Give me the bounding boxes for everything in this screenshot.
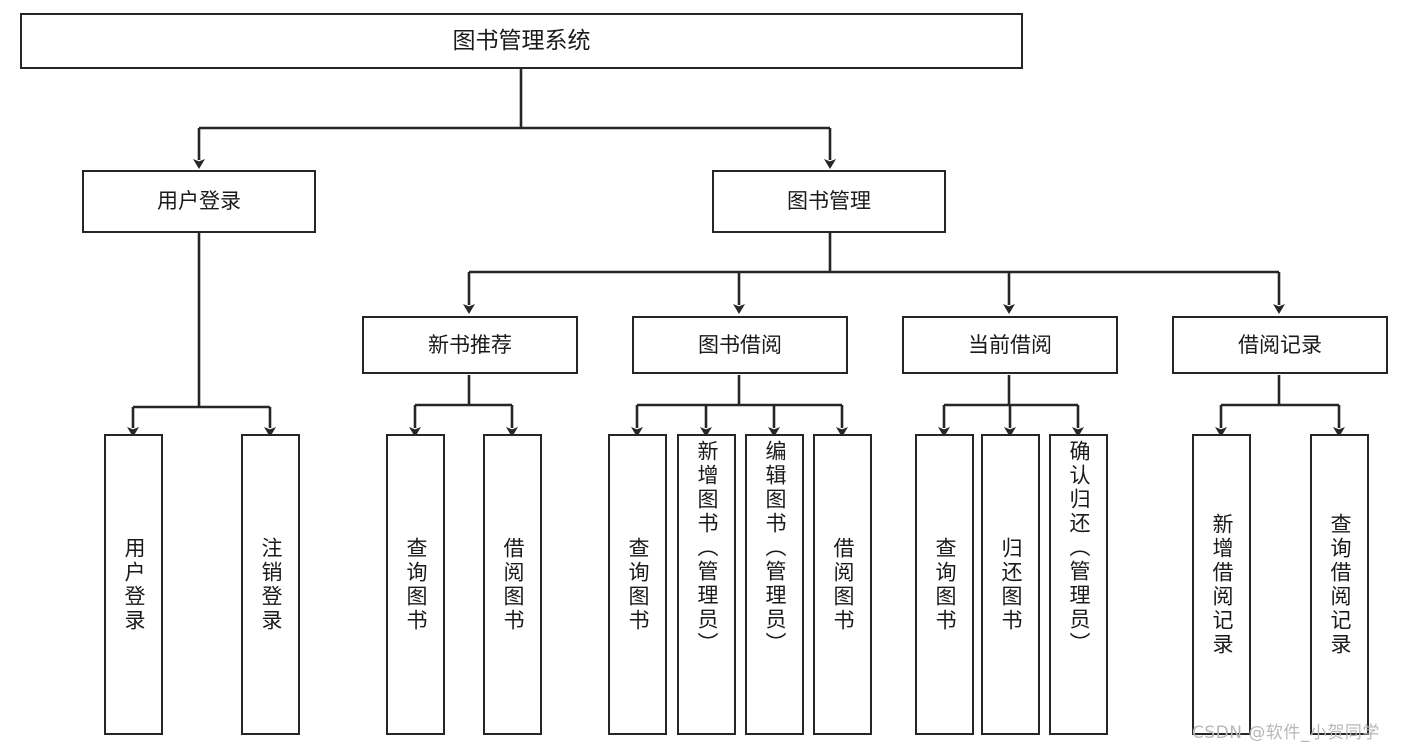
node-book-manage[interactable]: 图书管理 — [712, 170, 946, 233]
node-user-login[interactable]: 用户登录 — [82, 170, 316, 233]
leaf-cur-return-book-label: 归还图书 — [999, 536, 1023, 633]
leaf-rec-borrow-book-label: 借阅图书 — [501, 536, 525, 633]
node-current-borrow-label: 当前借阅 — [968, 332, 1052, 357]
node-user-login-label: 用户登录 — [157, 189, 241, 214]
leaf-logout[interactable]: 注销登录 — [241, 434, 300, 735]
leaf-query-borrow-record-label: 查询借阅记录 — [1328, 512, 1352, 657]
leaf-borrow-borrow-book[interactable]: 借阅图书 — [813, 434, 872, 735]
node-root[interactable]: 图书管理系统 — [20, 13, 1023, 69]
leaf-query-borrow-record[interactable]: 查询借阅记录 — [1310, 434, 1369, 735]
leaf-borrow-add-book-label: 新增图书（管理员） — [695, 440, 719, 656]
node-borrow-record[interactable]: 借阅记录 — [1172, 316, 1388, 374]
leaf-borrow-query-book-label: 查询图书 — [626, 536, 650, 633]
node-book-borrow-label: 图书借阅 — [698, 332, 782, 357]
leaf-cur-return-book[interactable]: 归还图书 — [981, 434, 1040, 735]
leaf-user-login-label: 用户登录 — [122, 536, 146, 633]
leaf-cur-query-book[interactable]: 查询图书 — [915, 434, 974, 735]
leaf-logout-label: 注销登录 — [259, 536, 283, 633]
leaf-borrow-query-book[interactable]: 查询图书 — [608, 434, 667, 735]
node-new-book-recommend[interactable]: 新书推荐 — [362, 316, 578, 374]
leaf-cur-confirm-return-label: 确认归还（管理员） — [1067, 440, 1091, 656]
leaf-borrow-borrow-book-label: 借阅图书 — [831, 536, 855, 633]
leaf-cur-confirm-return[interactable]: 确认归还（管理员） — [1049, 434, 1108, 735]
node-book-borrow[interactable]: 图书借阅 — [632, 316, 848, 374]
node-borrow-record-label: 借阅记录 — [1238, 332, 1322, 357]
leaf-rec-query-book-label: 查询图书 — [404, 536, 428, 633]
leaf-rec-query-book[interactable]: 查询图书 — [386, 434, 445, 735]
node-new-book-recommend-label: 新书推荐 — [428, 332, 512, 357]
node-current-borrow[interactable]: 当前借阅 — [902, 316, 1118, 374]
leaf-borrow-edit-book[interactable]: 编辑图书（管理员） — [745, 434, 804, 735]
csdn-watermark: CSDN @软件_小贺同学 — [1192, 723, 1380, 743]
leaf-add-borrow-record-label: 新增借阅记录 — [1210, 512, 1234, 657]
leaf-rec-borrow-book[interactable]: 借阅图书 — [483, 434, 542, 735]
node-book-manage-label: 图书管理 — [787, 189, 871, 214]
leaf-cur-query-book-label: 查询图书 — [933, 536, 957, 633]
node-root-label: 图书管理系统 — [452, 27, 591, 54]
leaf-add-borrow-record[interactable]: 新增借阅记录 — [1192, 434, 1251, 735]
leaf-borrow-add-book[interactable]: 新增图书（管理员） — [677, 434, 736, 735]
leaf-borrow-edit-book-label: 编辑图书（管理员） — [763, 440, 787, 656]
leaf-user-login[interactable]: 用户登录 — [104, 434, 163, 735]
